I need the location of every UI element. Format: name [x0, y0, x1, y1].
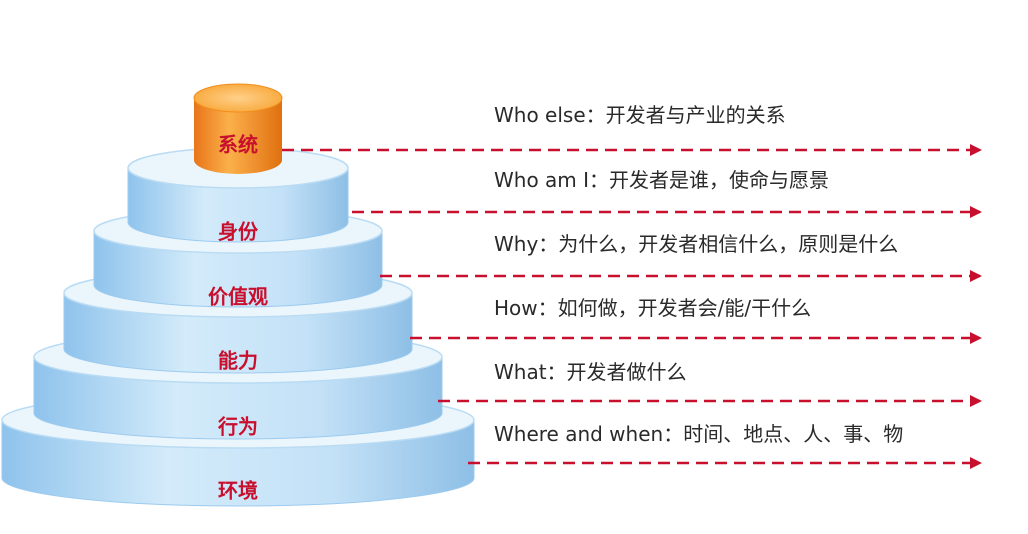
level-description-where-when: Where and when：时间、地点、人、事、物	[494, 422, 904, 446]
tier-label-identity: 身份	[218, 220, 259, 244]
cylinder-side	[194, 98, 282, 174]
level-description-why: Why：为什么，开发者相信什么，原则是什么	[494, 232, 899, 256]
tier-label-behavior: 行为	[217, 415, 258, 439]
cylinder-top	[193, 83, 283, 113]
tier-system	[193, 83, 283, 174]
level-description-who-am-i: Who am I：开发者是谁，使命与愿景	[494, 168, 830, 192]
tier-label-capability: 能力	[218, 349, 258, 373]
tier-label-values: 价值观	[208, 285, 268, 309]
tier-identity	[127, 147, 349, 243]
tier-label-system: 系统	[218, 133, 258, 157]
level-description-what: What：开发者做什么	[494, 360, 687, 384]
tier-side	[127, 167, 349, 243]
level-description-who-else: Who else：开发者与产业的关系	[494, 103, 786, 127]
level-description-how: How：如何做，开发者会/能/干什么	[494, 296, 812, 320]
tier-label-environment: 环境	[218, 479, 258, 503]
